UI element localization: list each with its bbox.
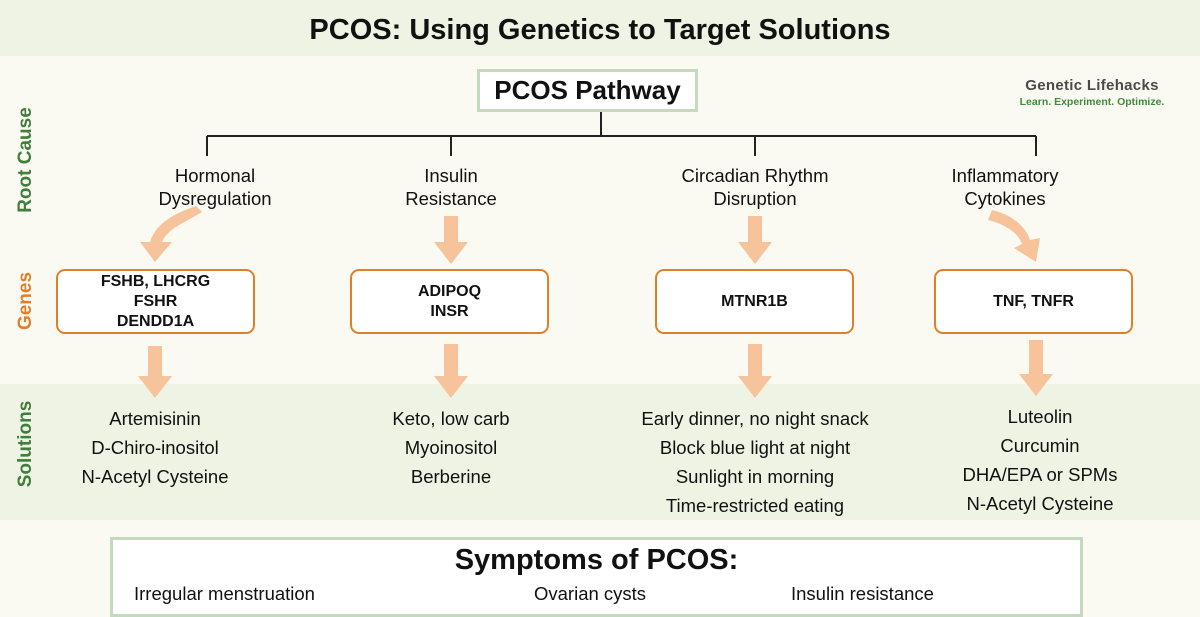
root-cause-line: Resistance xyxy=(405,188,497,209)
gene-name: DENDD1A xyxy=(116,312,195,330)
symptom-item: Insulin resistance xyxy=(791,583,934,604)
arrow-cause-gene-1 xyxy=(140,206,202,262)
solution-item: Time-restricted eating xyxy=(665,495,845,516)
solution-item: Keto, low carb xyxy=(392,408,510,429)
arrow-gene-solution-4 xyxy=(1019,340,1053,396)
brand-logo: Genetic Lifehacks Learn. Experiment. Opt… xyxy=(1004,77,1180,108)
gene-name: MTNR1B xyxy=(721,292,788,310)
gene-name: FSHR xyxy=(133,292,178,310)
diagram-connectors xyxy=(138,112,1053,398)
root-cause-hormonal: Hormonal Dysregulation xyxy=(105,164,325,210)
solution-item: Luteolin xyxy=(1007,406,1073,427)
solution-item: DHA/EPA or SPMs xyxy=(962,464,1118,485)
solution-item: N-Acetyl Cysteine xyxy=(966,493,1114,514)
arrow-gene-solution-1 xyxy=(138,346,172,398)
solutions-hormonal: Artemisinin D-Chiro-inositol N-Acetyl Cy… xyxy=(5,404,305,491)
symptom-item: Irregular menstruation xyxy=(134,583,315,604)
gene-name: FSHB, LHCRG xyxy=(100,272,211,290)
solutions-circadian: Early dinner, no night snack Block blue … xyxy=(605,404,905,520)
gene-name: TNF, TNFR xyxy=(993,292,1074,310)
solution-item: Myoinositol xyxy=(404,437,498,458)
root-cause-line: Hormonal xyxy=(174,165,256,186)
solution-item: Block blue light at night xyxy=(659,437,851,458)
brand-tagline: Learn. Experiment. Optimize. xyxy=(1019,96,1165,108)
solutions-inflammatory: Luteolin Curcumin DHA/EPA or SPMs N-Acet… xyxy=(890,402,1190,518)
gene-box-circadian: MTNR1B xyxy=(655,269,854,334)
gene-box-insulin: ADIPOQ INSR xyxy=(350,269,549,334)
solution-item: Sunlight in morning xyxy=(675,466,835,487)
root-cause-line: Dysregulation xyxy=(158,188,272,209)
solution-item: N-Acetyl Cysteine xyxy=(81,466,229,487)
title-band xyxy=(0,0,1200,56)
root-cause-line: Disruption xyxy=(713,188,797,209)
solution-item: Berberine xyxy=(410,466,492,487)
symptoms-title: Symptoms of PCOS: xyxy=(454,544,739,576)
solution-item: Curcumin xyxy=(1000,435,1080,456)
arrow-cause-gene-2 xyxy=(434,216,468,264)
gene-box-inflammatory: TNF, TNFR xyxy=(934,269,1133,334)
pathway-box: PCOS Pathway xyxy=(477,69,698,112)
root-cause-line: Cytokines xyxy=(964,188,1046,209)
arrow-gene-solution-2 xyxy=(434,344,468,398)
gene-name: INSR xyxy=(430,302,469,320)
root-cause-insulin: Insulin Resistance xyxy=(341,164,561,210)
root-cause-inflammatory: Inflammatory Cytokines xyxy=(895,164,1115,210)
side-label-genes: Genes xyxy=(15,271,36,331)
root-cause-line: Inflammatory xyxy=(951,165,1059,186)
gene-box-hormonal: FSHB, LHCRG FSHR DENDD1A xyxy=(56,269,255,334)
side-label-root-cause: Root Cause xyxy=(15,107,36,213)
symptom-item: Ovarian cysts xyxy=(534,583,647,604)
gene-name: ADIPOQ xyxy=(417,282,482,300)
root-cause-line: Circadian Rhythm xyxy=(681,165,829,186)
solution-item: Early dinner, no night snack xyxy=(641,408,869,429)
arrow-cause-gene-3 xyxy=(738,216,772,264)
arrow-cause-gene-4 xyxy=(988,210,1040,262)
solutions-insulin: Keto, low carb Myoinositol Berberine xyxy=(301,404,601,491)
root-cause-circadian: Circadian Rhythm Disruption xyxy=(645,164,865,210)
solution-item: Artemisinin xyxy=(109,408,201,429)
solutions-band xyxy=(0,384,1200,520)
solution-item: D-Chiro-inositol xyxy=(91,437,219,458)
root-cause-line: Insulin xyxy=(424,165,478,186)
arrow-gene-solution-3 xyxy=(738,344,772,398)
brand-name: Genetic Lifehacks xyxy=(1025,77,1159,94)
page-title: PCOS: Using Genetics to Target Solutions xyxy=(309,14,891,46)
